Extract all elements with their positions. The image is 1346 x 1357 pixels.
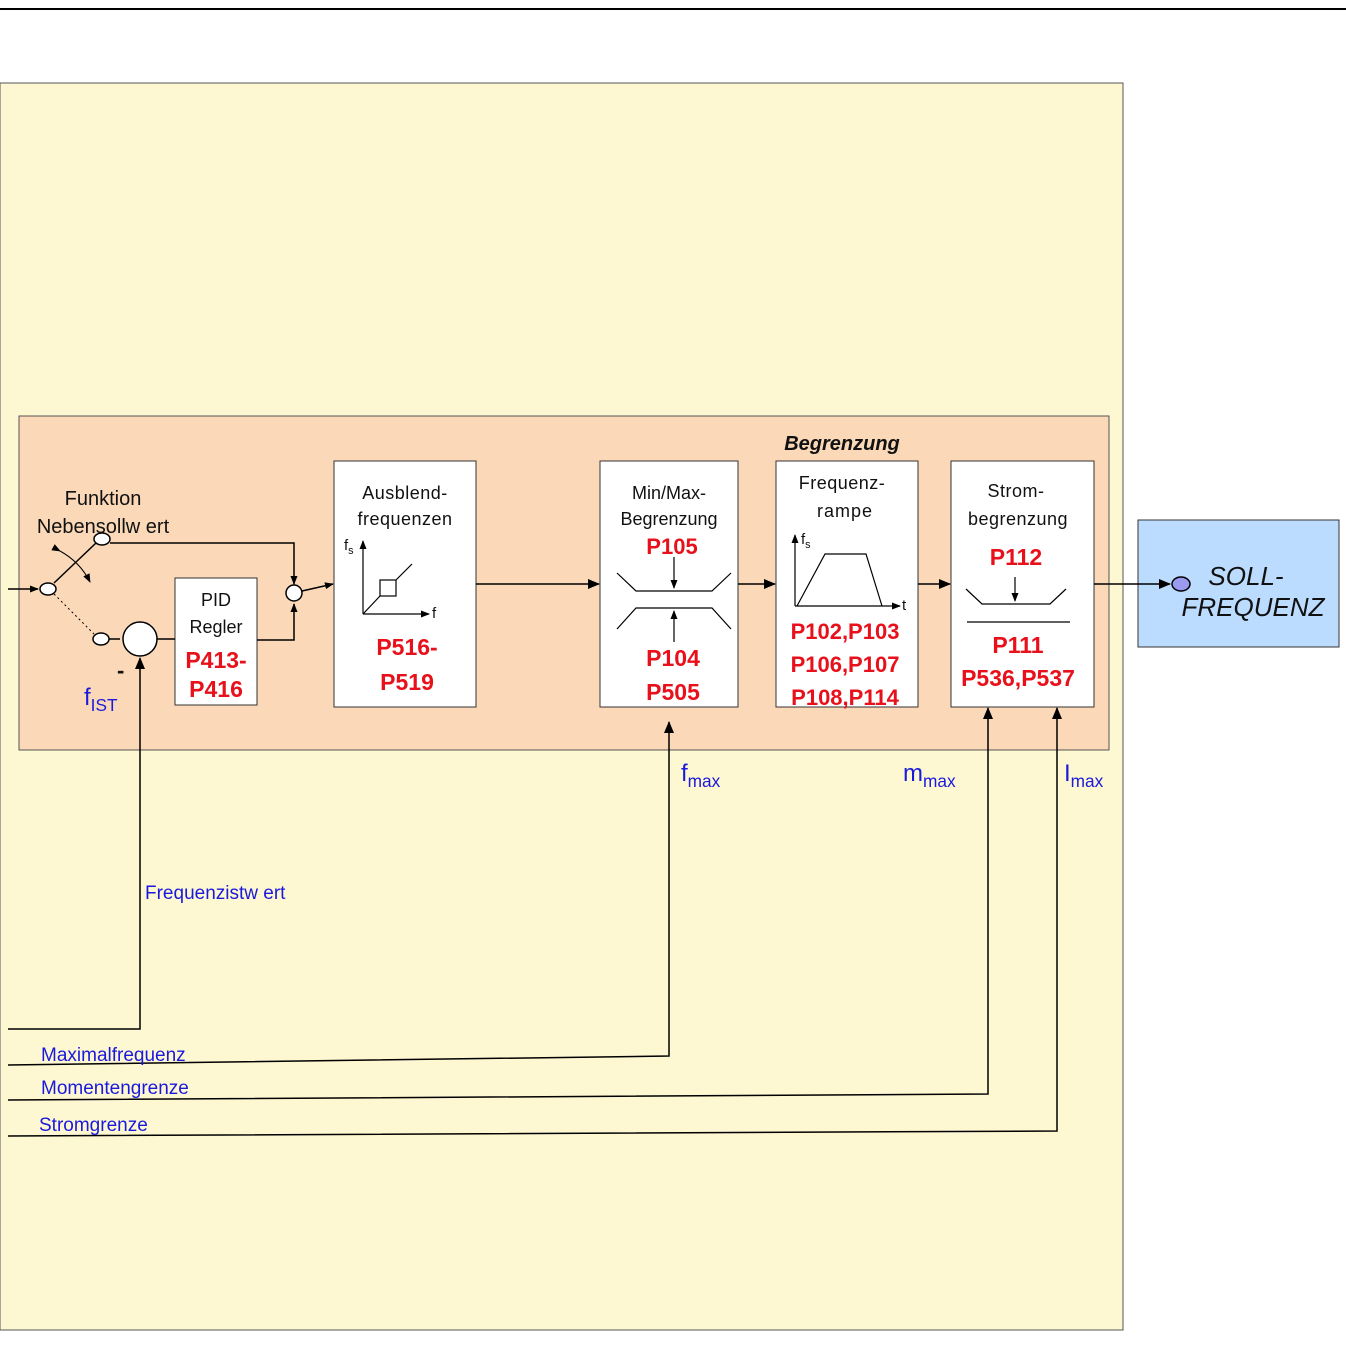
output-line1: SOLL-: [1208, 561, 1284, 591]
summing-node: [285, 584, 303, 602]
signal-frequenzistwert: Frequenzistw ert: [145, 883, 286, 904]
limit-mmax-symbol: m: [903, 760, 923, 787]
switch-lower-node: [92, 632, 110, 646]
rampe-axis-y: fs: [801, 531, 811, 550]
begrenzung-header: Begrenzung: [784, 433, 900, 455]
pid-param-line1: P413-: [185, 647, 247, 673]
strom-title-line2: begrenzung: [967, 509, 1069, 529]
minmax-title-line1: Min/Max-: [631, 483, 707, 503]
output-line2: FREQUENZ: [1181, 592, 1325, 622]
switch-title-line1: Funktion: [64, 488, 142, 510]
limit-fmax-sub: max: [687, 771, 721, 792]
signal-momentengrenze: Momentengrenze: [41, 1078, 189, 1099]
feedback-f-ist: fIST: [84, 684, 118, 714]
strom-param-top: P112: [989, 544, 1043, 570]
pid-title-line2: Regler: [189, 617, 243, 637]
output-node: [1171, 576, 1191, 592]
limit-mmax: mmax: [903, 760, 956, 790]
minmax-param-top: P105: [646, 534, 698, 559]
bypass-path: [110, 542, 298, 585]
ausblend-param-line1: P516-: [376, 634, 438, 660]
rampe-param-line2: P106,P107: [790, 652, 900, 677]
limit-imax-symbol: I: [1064, 760, 1071, 787]
ramp-chart: [791, 534, 901, 610]
rampe-title-line1: Frequenz-: [798, 473, 886, 493]
maximalfrequenz-line: [7, 721, 674, 1066]
switch-input-node: [39, 582, 57, 596]
ausblend-axis-y-symbol: f: [344, 537, 349, 554]
pid-param-line2: P416: [189, 676, 243, 702]
limit-imax: Imax: [1064, 760, 1103, 790]
ausblend-axis-y: fs: [344, 537, 354, 556]
strom-block: [950, 460, 1095, 708]
ausblend-block: [333, 460, 477, 708]
ausblend-axis-x: f: [432, 605, 437, 622]
strom-param-line1: P111: [992, 632, 1044, 658]
stromgrenze-line: [7, 707, 1062, 1137]
ausblend-param-line2: P519: [380, 669, 434, 695]
strom-title-line1: Strom-: [987, 481, 1045, 501]
ausblend-title-line2: frequenzen: [357, 509, 453, 529]
pid-block: [174, 577, 258, 706]
comparator-circle: [122, 621, 158, 657]
feedback-minus: -: [117, 658, 125, 683]
pid-title-line1: PID: [200, 590, 232, 610]
rampe-axis-x: t: [902, 597, 907, 614]
signal-maximalfrequenz: Maximalfrequenz: [41, 1045, 186, 1066]
switch-rotate-arc: [51, 544, 91, 583]
frequenzistwert-line: [8, 657, 145, 1030]
minmax-symbol: [616, 557, 732, 642]
rampe-param-line3: P108,P114: [791, 685, 899, 710]
pid-output-path: [257, 603, 298, 641]
rampe-axis-y-symbol: f: [801, 531, 806, 548]
rampe-axis-y-sub: s: [805, 538, 811, 551]
limit-imax-sub: max: [1070, 771, 1104, 792]
ausblend-title-line1: Ausblend-: [362, 483, 448, 503]
limit-mmax-sub: max: [923, 771, 956, 792]
sum-to-ausblend: [301, 582, 334, 592]
signal-stromgrenze: Stromgrenze: [39, 1115, 148, 1136]
minmax-param-line2: P505: [646, 679, 700, 705]
strom-param-line2: P536,P537: [961, 665, 1075, 691]
switch-upper-node: [93, 532, 111, 546]
feedback-f-sub: IST: [90, 695, 118, 716]
minmax-title-line2: Begrenzung: [620, 509, 718, 529]
feedback-f-symbol: f: [84, 684, 91, 711]
ausblend-axis-y-sub: s: [348, 544, 354, 557]
limit-fmax-symbol: f: [681, 760, 688, 787]
minmax-param-line1: P104: [646, 645, 700, 671]
rampe-title-line2: rampe: [816, 501, 874, 521]
rampe-block: [775, 460, 919, 708]
rampe-param-line1: P102,P103: [790, 619, 900, 644]
limit-fmax: fmax: [681, 760, 720, 790]
minmax-block: [599, 460, 739, 708]
strom-symbol: [965, 577, 1070, 623]
momentengrenze-line: [7, 707, 993, 1101]
ausblend-chart: [359, 540, 430, 618]
switch-title-line2: Nebensollw ert: [36, 516, 170, 538]
